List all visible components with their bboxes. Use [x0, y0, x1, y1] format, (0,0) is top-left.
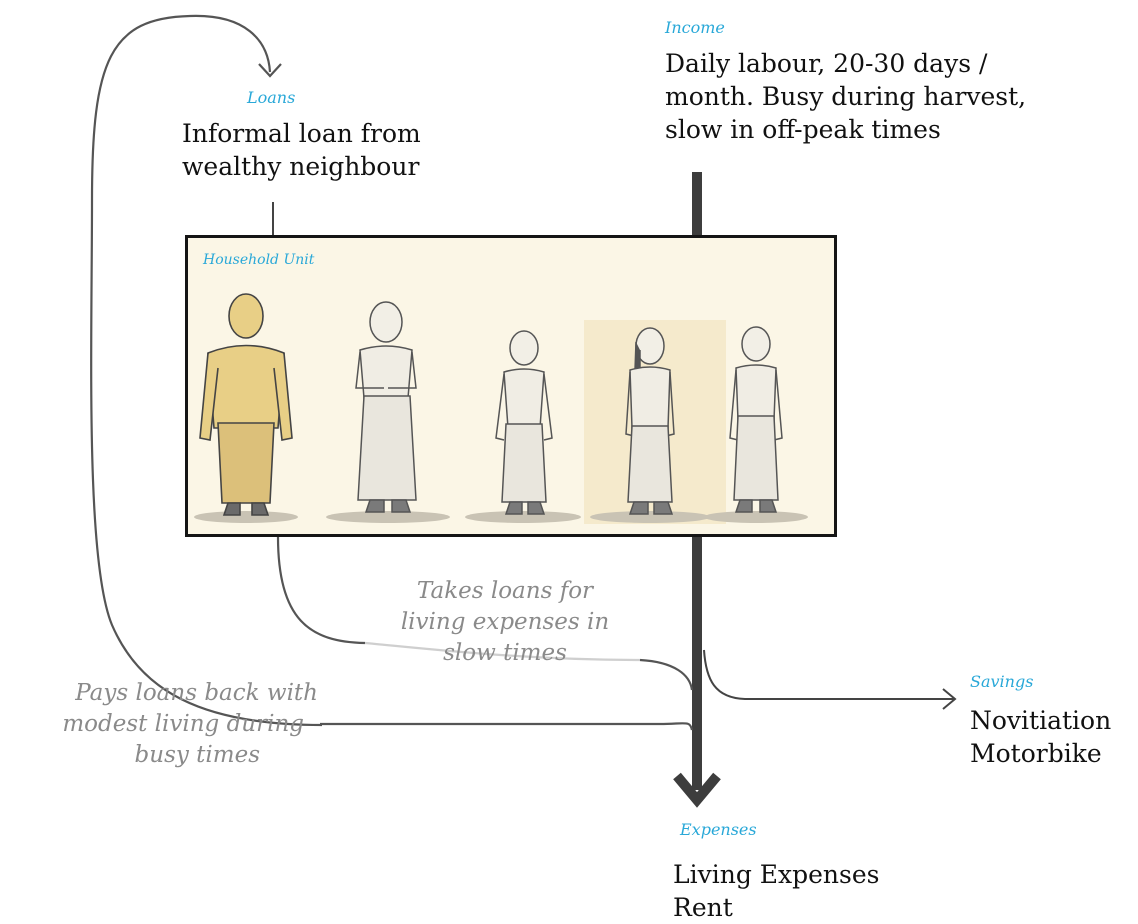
pays-loans-annotation: Pays loans back with modest living durin… — [0, 678, 318, 771]
annotation-line: Takes loans for — [416, 578, 594, 604]
loans-line: Informal loan from — [182, 119, 421, 148]
savings-branch — [703, 649, 955, 700]
household-unit-panel: Household Unit — [185, 235, 837, 537]
income-line: Daily labour, 20-30 days / — [665, 49, 988, 78]
repayment-loop-arrowhead — [258, 63, 282, 78]
income-description: Daily labour, 20-30 days / month. Busy d… — [665, 47, 1026, 146]
expenses-item: Living Expenses — [673, 860, 880, 889]
borrow-flow-join — [639, 658, 694, 691]
woman-figure — [355, 301, 417, 513]
expenses-description: Living Expenses Rent — [673, 858, 879, 924]
income-label: Income — [665, 18, 725, 37]
ground-shadow — [704, 511, 808, 523]
annotation-line: Pays loans back with — [75, 680, 318, 706]
savings-label: Savings — [970, 672, 1034, 691]
expenses-label: Expenses — [680, 820, 757, 839]
savings-arrowhead — [942, 688, 957, 710]
borrow-flow-curve — [276, 536, 366, 645]
savings-item: Novitiation — [970, 706, 1112, 735]
expenses-item: Rent — [673, 893, 733, 922]
child-figure — [495, 330, 553, 515]
takes-loans-annotation: Takes loans for living expenses in slow … — [380, 576, 630, 669]
annotation-line: modest living during — [62, 711, 304, 737]
repayment-loop-curve — [90, 14, 323, 727]
boy-figure — [729, 326, 783, 513]
ground-shadow — [194, 511, 298, 523]
ground-shadow — [590, 511, 710, 523]
income-line: slow in off-peak times — [665, 115, 941, 144]
borrow-flow-gap — [364, 641, 641, 662]
savings-description: Novitiation Motorbike — [970, 704, 1111, 770]
expenses-arrowhead — [673, 772, 721, 808]
annotation-line: busy times — [134, 742, 260, 768]
savings-item: Motorbike — [970, 739, 1102, 768]
loans-line: wealthy neighbour — [182, 152, 420, 181]
annotation-line: slow times — [443, 640, 567, 666]
girl-figure — [625, 327, 675, 515]
loans-description: Informal loan from wealthy neighbour — [182, 117, 421, 183]
loans-label: Loans — [247, 88, 296, 107]
household-unit-label: Household Unit — [203, 252, 315, 268]
ground-shadow — [465, 511, 581, 523]
income-line: month. Busy during harvest, — [665, 82, 1027, 111]
repay-flow-curve — [320, 722, 694, 731]
man-figure — [199, 293, 293, 516]
household-members-illustration — [194, 293, 808, 524]
ground-shadow — [326, 511, 450, 523]
annotation-line: living expenses in — [400, 609, 610, 635]
